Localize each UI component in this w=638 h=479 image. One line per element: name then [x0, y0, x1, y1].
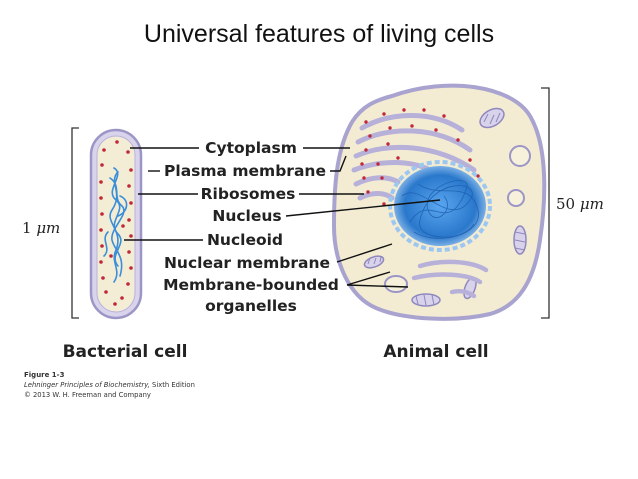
bacterial-scale-bracket: [71, 127, 79, 319]
animal-cell: [331, 83, 547, 321]
page-title: Universal features of living cells: [144, 20, 494, 48]
mitochondrion: [479, 107, 505, 129]
label-nucleoid: Nucleoid: [207, 231, 283, 249]
figure-number: Figure 1-3: [24, 371, 65, 379]
figure-copyright: © 2013 W. H. Freeman and Company: [24, 391, 151, 399]
figure-credit: Figure 1-3 Lehninger Principles of Bioch…: [24, 371, 195, 399]
bacterial-ribosomes: [99, 140, 133, 306]
label-ribosomes: Ribosomes: [201, 185, 296, 203]
bacterial-cytoplasm: [96, 135, 136, 313]
mitochondrion: [513, 225, 527, 255]
bacterial-scale-label: 1 μm: [22, 219, 60, 237]
caption-bacterial-cell: Bacterial cell: [63, 342, 188, 362]
label-organelles: organelles: [205, 297, 297, 315]
animal-scale-label: 50 μm: [556, 195, 604, 213]
labels: Cytoplasm Plasma membrane Ribosomes Nucl…: [163, 139, 339, 315]
label-nuclear-membrane: Nuclear membrane: [164, 254, 330, 272]
mitochondrion: [363, 255, 385, 269]
nuclear-membrane: [388, 160, 492, 252]
golgi-lower: [411, 259, 489, 299]
mitochondrion: [411, 293, 441, 307]
label-cytoplasm: Cytoplasm: [205, 139, 297, 157]
label-nucleus: Nucleus: [212, 207, 281, 225]
label-membrane-bounded: Membrane-bounded: [163, 276, 339, 294]
caption-animal-cell: Animal cell: [383, 342, 488, 362]
bacterial-nucleoid: [103, 167, 128, 283]
label-plasma-membrane: Plasma membrane: [164, 162, 326, 180]
vesicles: [384, 145, 531, 293]
nucleus: [388, 160, 492, 252]
bacterial-cell: [89, 128, 143, 320]
er-ribosomes: [360, 108, 480, 206]
animal-scale-bracket: [541, 87, 550, 319]
leader-lines: [124, 147, 441, 288]
figure-source: Lehninger Principles of Biochemistry, Si…: [24, 381, 195, 389]
